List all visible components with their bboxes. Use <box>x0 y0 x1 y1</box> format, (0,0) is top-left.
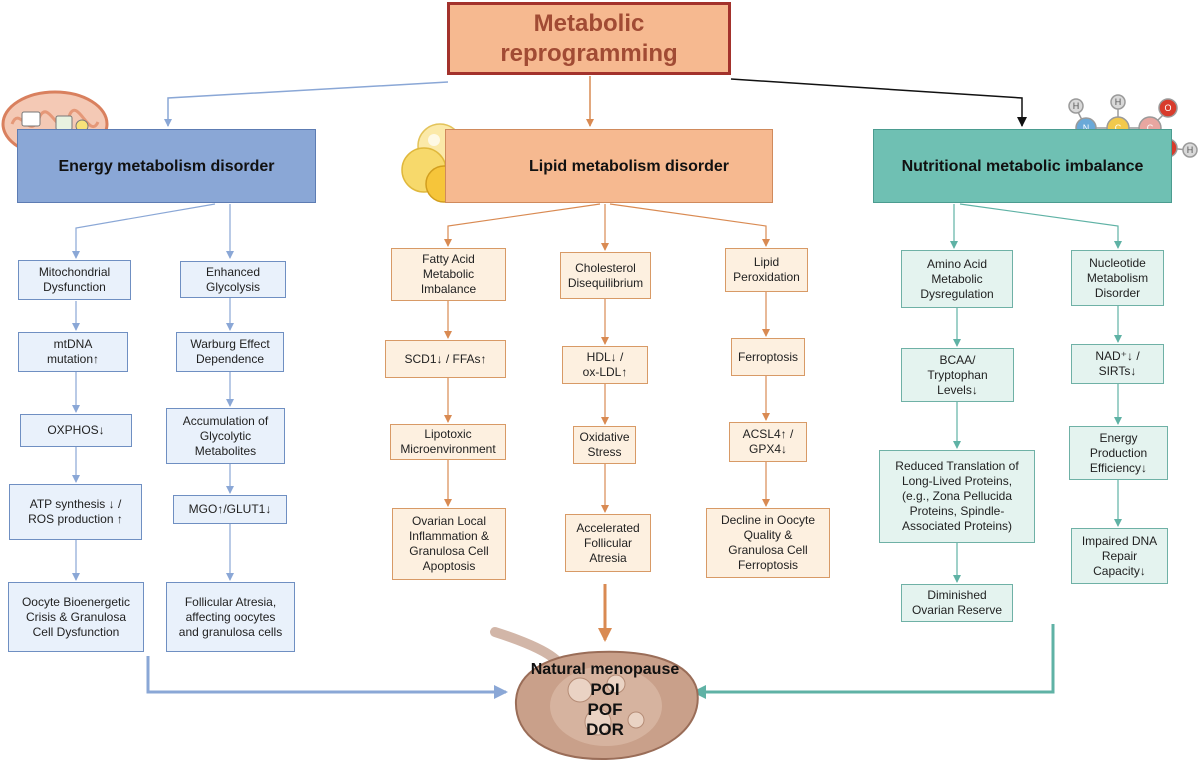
energy-connectors <box>72 203 234 581</box>
nutrition-node: Energy Production Efficiency↓ <box>1069 426 1168 480</box>
nutrition-node: Reduced Translation of Long-Lived Protei… <box>879 450 1035 543</box>
lipid-node: Lipid Peroxidation <box>725 248 808 292</box>
lipid-node: Oxidative Stress <box>573 426 636 464</box>
lipid-node: Lipotoxic Microenvironment <box>390 424 506 460</box>
nutrition-node: Impaired DNA Repair Capacity↓ <box>1071 528 1168 584</box>
atom-label: O <box>1164 103 1171 113</box>
atom-label: N <box>1083 123 1090 133</box>
lipid-node: Fatty Acid Metabolic Imbalance <box>391 248 506 301</box>
energy-node: Oocyte Bioenergetic Crisis & Granulosa C… <box>8 582 144 652</box>
lipid-node: Cholesterol Disequilibrium <box>560 252 651 299</box>
nutrition-node: Amino Acid Metabolic Dysregulation <box>901 250 1013 308</box>
energy-node: Follicular Atresia, affecting oocytes an… <box>166 582 295 652</box>
atom-label: H <box>1073 101 1080 111</box>
energy-node: Warburg Effect Dependence <box>176 332 284 372</box>
energy-node: OXPHOS↓ <box>20 414 132 447</box>
lipid-node: Ovarian Local Inflammation & Granulosa C… <box>392 508 506 580</box>
atom-label: C <box>1147 123 1154 133</box>
atom-label: H <box>1115 97 1122 107</box>
lipid-node: HDL↓ / ox-LDL↑ <box>562 346 648 384</box>
nutrition-node: NAD⁺↓ / SIRTs↓ <box>1071 344 1164 384</box>
lipid-node: Ferroptosis <box>731 338 805 376</box>
diagram-title: Metabolic reprogramming <box>447 2 731 75</box>
energy-node: Enhanced Glycolysis <box>180 261 286 298</box>
outcome-dor: DOR <box>586 720 624 739</box>
energy-to-outcome-arrow <box>146 656 508 699</box>
nutrition-node: Nucleotide Metabolism Disorder <box>1071 250 1164 306</box>
nutrition-node: BCAA/ Tryptophan Levels↓ <box>901 348 1014 402</box>
atom-label: H <box>1187 145 1194 155</box>
outcome-pof: POF <box>587 700 623 719</box>
energy-node: ATP synthesis ↓ / ROS production ↑ <box>9 484 142 540</box>
lipid-node: Accelerated Follicular Atresia <box>565 514 651 572</box>
outcome-labels: Natural menopause POI POF DOR <box>520 660 690 750</box>
energy-node: MGO↑/GLUT1↓ <box>173 495 287 524</box>
energy-node: Accumulation of Glycolytic Metabolites <box>166 408 285 464</box>
title-connectors <box>164 76 1027 127</box>
lipid-node: Decline in Oocyte Quality & Granulosa Ce… <box>706 508 830 578</box>
nutrition-connectors <box>950 203 1122 583</box>
lipid-node: SCD1↓ / FFAs↑ <box>385 340 506 378</box>
atom-label: C <box>1115 123 1122 133</box>
ovary-icon <box>490 627 699 761</box>
lipid-node: ACSL4↑ / GPX4↓ <box>729 422 807 462</box>
energy-header: Energy metabolism disorder <box>17 129 316 203</box>
nutrition-header: Nutritional metabolic imbalance <box>873 129 1172 203</box>
nutrition-node: Diminished Ovarian Reserve <box>901 584 1013 622</box>
outcome-natural-menopause: Natural menopause <box>530 661 680 678</box>
energy-node: mtDNA mutation↑ <box>18 332 128 372</box>
outcome-poi: POI <box>590 680 620 699</box>
lipid-connectors <box>444 203 770 642</box>
lipid-header: Lipid metabolism disorder <box>445 129 773 203</box>
energy-node: Mitochondrial Dysfunction <box>18 260 131 300</box>
nutrition-to-outcome-arrow <box>692 624 1055 699</box>
